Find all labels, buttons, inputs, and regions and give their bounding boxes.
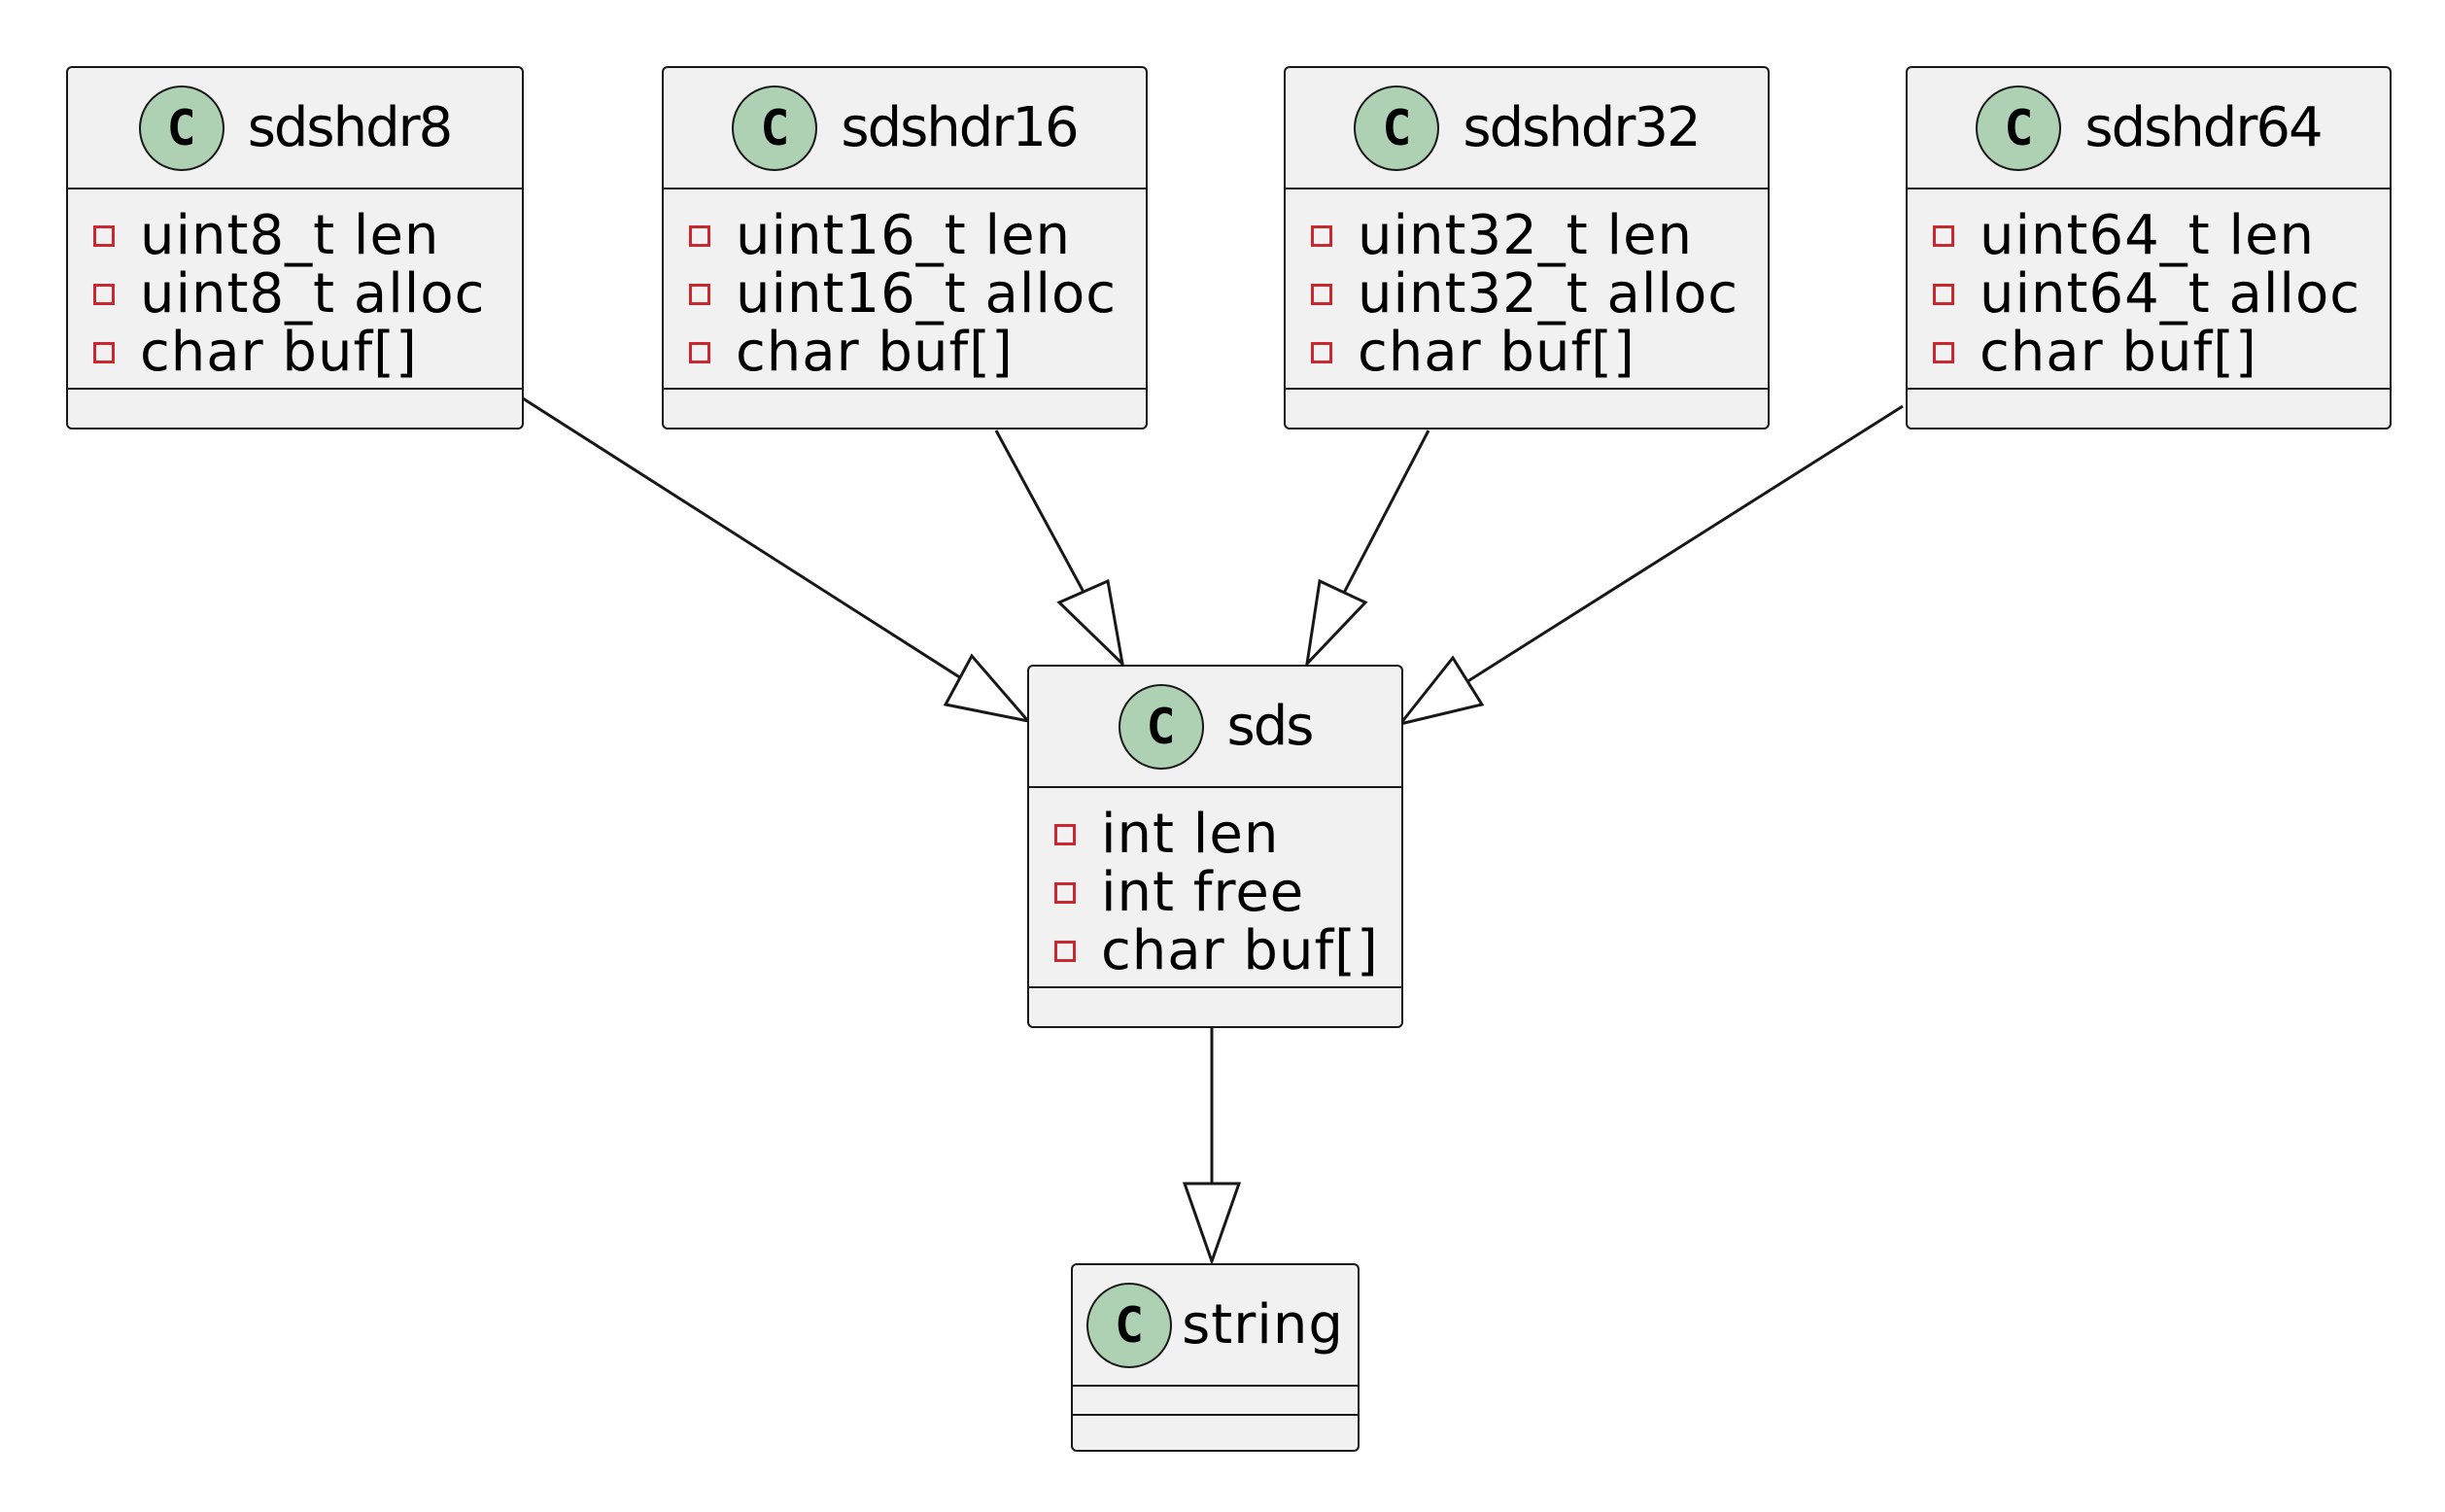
class-name: sdshdr16 bbox=[841, 95, 1079, 159]
private-visibility-icon bbox=[1933, 225, 1954, 247]
class-string[interactable]: C string bbox=[1071, 1263, 1360, 1452]
field: uint8_t alloc bbox=[93, 265, 522, 324]
generalization-arrowhead bbox=[1182, 1182, 1242, 1266]
field: uint64_t alloc bbox=[1933, 265, 2390, 324]
class-c-icon: C bbox=[1118, 683, 1204, 770]
method-list bbox=[664, 390, 1146, 419]
private-visibility-icon bbox=[689, 284, 710, 305]
class-name: sdshdr64 bbox=[2084, 95, 2323, 159]
class-c-icon: C bbox=[1354, 85, 1440, 171]
class-name: sdshdr32 bbox=[1463, 95, 1701, 159]
field: int len bbox=[1054, 806, 1401, 864]
field: uint32_t len bbox=[1311, 207, 1768, 265]
field-list: uint64_t len uint64_t alloc char buf[] bbox=[1908, 189, 2390, 390]
class-header: C sdshdr16 bbox=[664, 68, 1146, 189]
class-name: sds bbox=[1226, 694, 1315, 758]
class-name: string bbox=[1182, 1292, 1344, 1357]
private-visibility-icon bbox=[1311, 225, 1332, 247]
class-name: sdshdr8 bbox=[247, 95, 454, 159]
field: uint16_t alloc bbox=[689, 265, 1146, 324]
private-visibility-icon bbox=[1054, 941, 1076, 962]
private-visibility-icon bbox=[689, 342, 710, 363]
class-header: C sds bbox=[1029, 667, 1401, 788]
class-header: C sdshdr8 bbox=[68, 68, 522, 189]
private-visibility-icon bbox=[1933, 284, 1954, 305]
field: uint32_t alloc bbox=[1311, 265, 1768, 324]
field: char buf[] bbox=[689, 324, 1146, 382]
method-list bbox=[68, 390, 522, 419]
field: uint8_t len bbox=[93, 207, 522, 265]
edge-sdshdr64-sds bbox=[1399, 404, 1904, 726]
private-visibility-icon bbox=[1933, 342, 1954, 363]
class-c-icon: C bbox=[732, 85, 818, 171]
generalization-arrowhead bbox=[1396, 655, 1485, 727]
field-list: int len int free char buf[] bbox=[1029, 788, 1401, 988]
generalization-arrowhead bbox=[1056, 578, 1125, 669]
class-sdshdr8[interactable]: C sdshdr8 uint8_t len uint8_t alloc char… bbox=[66, 66, 524, 430]
private-visibility-icon bbox=[1311, 284, 1332, 305]
class-c-icon: C bbox=[138, 85, 224, 171]
field: char buf[] bbox=[1054, 922, 1401, 980]
method-list bbox=[1286, 390, 1768, 419]
private-visibility-icon bbox=[1054, 824, 1076, 845]
edge-sdshdr8-sds bbox=[522, 396, 1029, 723]
class-sds[interactable]: C sds int len int free char buf[] bbox=[1027, 665, 1403, 1028]
field-list: uint32_t len uint32_t alloc char buf[] bbox=[1286, 189, 1768, 390]
private-visibility-icon bbox=[93, 342, 115, 363]
field: uint64_t len bbox=[1933, 207, 2390, 265]
class-header: C sdshdr32 bbox=[1286, 68, 1768, 189]
class-sdshdr64[interactable]: C sdshdr64 uint64_t len uint64_t alloc c… bbox=[1906, 66, 2392, 430]
generalization-arrowhead bbox=[943, 653, 1033, 724]
private-visibility-icon bbox=[93, 225, 115, 247]
private-visibility-icon bbox=[1311, 342, 1332, 363]
field: char buf[] bbox=[1933, 324, 2390, 382]
class-header: C string bbox=[1073, 1265, 1358, 1387]
class-sdshdr16[interactable]: C sdshdr16 uint16_t len uint16_t alloc c… bbox=[662, 66, 1148, 430]
private-visibility-icon bbox=[1054, 882, 1076, 904]
class-c-icon: C bbox=[1976, 85, 2062, 171]
field: char buf[] bbox=[1311, 324, 1768, 382]
class-header: C sdshdr64 bbox=[1908, 68, 2390, 189]
field: uint16_t len bbox=[689, 207, 1146, 265]
class-c-icon: C bbox=[1086, 1282, 1173, 1368]
field: int free bbox=[1054, 864, 1401, 922]
field-list bbox=[1073, 1387, 1358, 1416]
private-visibility-icon bbox=[93, 284, 115, 305]
field-list: uint8_t len uint8_t alloc char buf[] bbox=[68, 189, 522, 390]
field: char buf[] bbox=[93, 324, 522, 382]
generalization-arrowhead bbox=[1304, 578, 1368, 669]
method-list bbox=[1073, 1416, 1358, 1445]
field-list: uint16_t len uint16_t alloc char buf[] bbox=[664, 189, 1146, 390]
private-visibility-icon bbox=[689, 225, 710, 247]
method-list bbox=[1908, 390, 2390, 419]
class-sdshdr32[interactable]: C sdshdr32 uint32_t len uint32_t alloc c… bbox=[1284, 66, 1770, 430]
method-list bbox=[1029, 988, 1401, 1017]
